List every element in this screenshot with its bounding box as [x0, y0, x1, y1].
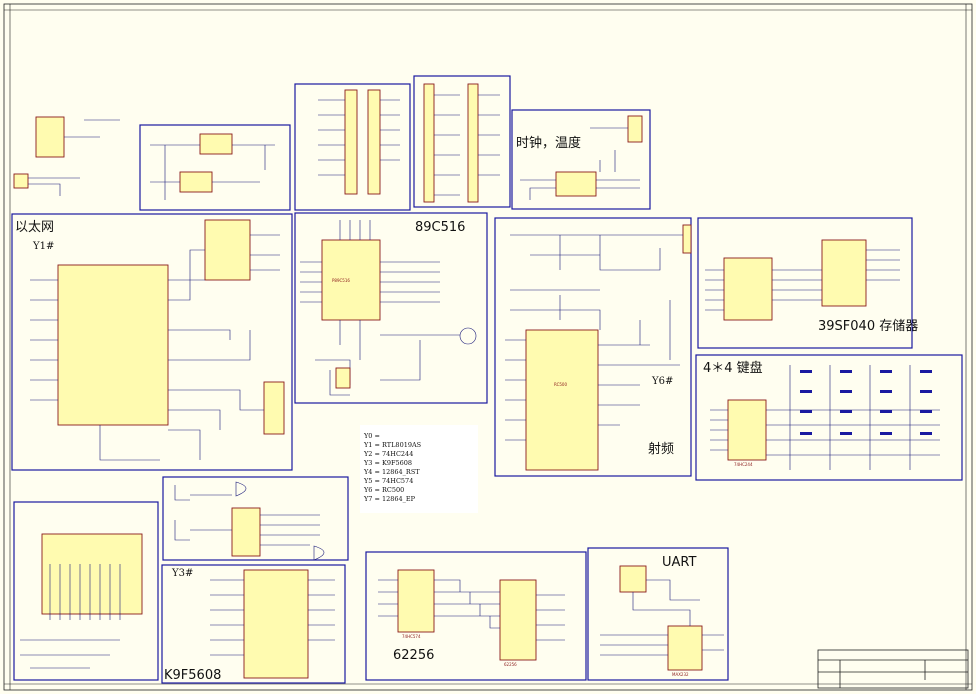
header-strip-3: [423, 83, 435, 203]
header-wires: [318, 94, 500, 196]
rf-wires: [505, 234, 683, 441]
rc500-part-label: RC500: [554, 382, 567, 387]
decoder-legend-y2: Y2 = 74HC244: [363, 450, 413, 458]
antenna-connector: [682, 224, 692, 254]
frame-ruler: [4, 4, 972, 690]
rc500-chip: [525, 329, 599, 471]
header-strip-2: [367, 89, 381, 195]
power-jack: [13, 173, 29, 189]
header-strip-4: [467, 83, 479, 203]
sd-card-socket: [41, 533, 143, 615]
drawing-frame: [3, 3, 973, 691]
mcu-chip: [321, 239, 381, 321]
flash-wires: [705, 249, 900, 311]
title-block: [817, 649, 969, 689]
power-section: [139, 124, 291, 211]
logic-wires: [174, 481, 325, 561]
power-wires: [28, 119, 120, 196]
keypad-buffer-label: 74HC244: [734, 462, 753, 467]
decoder-legend-y0: Y0 =: [363, 432, 380, 440]
y3-label: Y3#: [171, 568, 193, 579]
nand-wires: [210, 579, 335, 656]
clock-wires: [520, 127, 640, 200]
sram-title: 62256: [393, 648, 434, 663]
keypad-switches: [800, 370, 932, 435]
max232-chip: [667, 625, 703, 671]
latch-chip: [397, 569, 435, 633]
clock-title: 时钟，温度: [516, 135, 581, 151]
clock-section: [511, 109, 651, 210]
flash-title: 39SF040 存储器: [818, 319, 918, 334]
mcu-section: [294, 212, 488, 404]
logic-section: [162, 476, 349, 561]
decoder-legend-y4: Y4 = 12864_RST: [363, 468, 420, 476]
ethernet-section: [11, 213, 293, 471]
decoder-legend-y5: Y5 = 74HC574: [363, 477, 413, 485]
ds18b20-chip: [627, 115, 643, 143]
rtl8019-chip: [57, 264, 169, 426]
header-strip-1: [344, 89, 358, 195]
uart-wires: [600, 579, 724, 656]
regulator-2: [179, 171, 213, 193]
nand-section: [161, 564, 346, 684]
uart-section: [587, 547, 729, 681]
mcu-title: 89C516: [415, 220, 465, 235]
decoder-legend-panel: [360, 425, 478, 513]
flash-latch-chip: [821, 239, 867, 307]
sd-card-section: [13, 501, 159, 681]
mcu-part-label: P89C516: [332, 278, 350, 283]
ethernet-transformer: [204, 219, 251, 281]
power-section-wires: [150, 144, 275, 200]
nand-chip: [243, 569, 309, 679]
rtc-chip: [555, 171, 597, 197]
y6-label: Y6#: [651, 376, 673, 387]
sram-section: [365, 551, 587, 681]
y1-label: Y1#: [32, 241, 54, 252]
keypad-buffer-chip: [727, 399, 767, 461]
mcu-wires: [300, 220, 460, 396]
nand-title: K9F5608: [164, 668, 221, 683]
decoder-legend-y7: Y7 = 12864_EP: [363, 495, 416, 503]
flash-chip: [723, 257, 773, 321]
ethernet-wires: [30, 234, 280, 461]
regulator-1: [199, 133, 233, 155]
rf-section: [494, 217, 692, 477]
keypad-section: [695, 354, 963, 481]
header-connector: [35, 116, 65, 158]
sram-wires: [378, 579, 565, 641]
rf-title: 射频: [648, 441, 674, 457]
header-block-2: [413, 75, 511, 208]
sd-card-wires: [20, 564, 121, 669]
decoder-legend-y3: Y3 = K9F5608: [363, 459, 412, 467]
keypad-matrix: [710, 365, 940, 470]
max232-part-label: MAX232: [672, 672, 689, 677]
transistor-symbol: [459, 327, 477, 345]
crystal: [335, 367, 351, 389]
ethernet-title: 以太网: [15, 220, 54, 235]
keypad-title: 4＊4 键盘: [703, 360, 763, 376]
sram-chip: [499, 579, 537, 661]
header-block-1: [294, 83, 411, 211]
uart-title: UART: [662, 555, 696, 570]
latch-part-label: 74HC574: [402, 634, 421, 639]
sram-part-label: 62256: [504, 662, 517, 667]
decoder-legend-y6: Y6 = RC500: [363, 486, 404, 494]
decoder-legend-y1: Y1 = RTL8019AS: [363, 441, 421, 449]
decoder-chip: [231, 507, 261, 557]
flash-section: [697, 217, 913, 349]
rj45-connector: [263, 381, 285, 435]
db9-connector: [619, 565, 647, 593]
